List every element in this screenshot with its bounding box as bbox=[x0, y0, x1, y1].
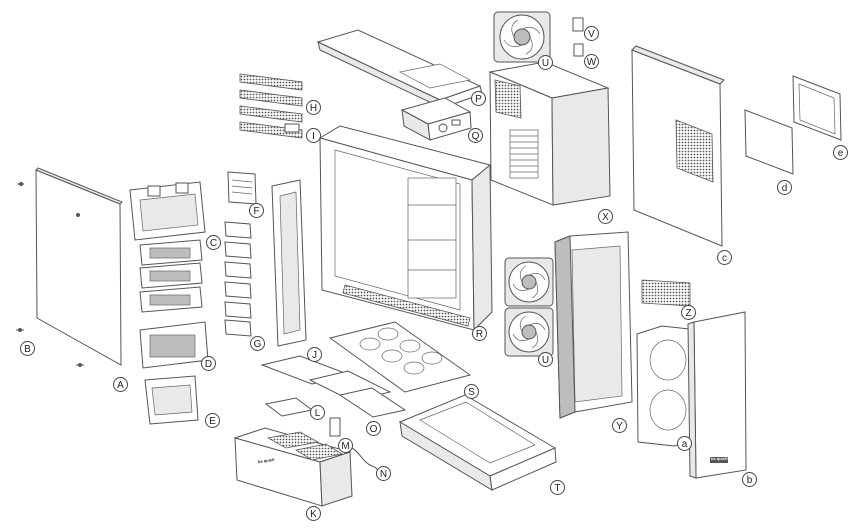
callout-N: N bbox=[376, 466, 391, 481]
callout-H: H bbox=[306, 100, 321, 115]
callout-U-top: U bbox=[538, 55, 553, 70]
ssd-brackets bbox=[224, 221, 252, 337]
front-panel bbox=[687, 311, 747, 479]
mesh-plate bbox=[641, 279, 691, 307]
callout-L: L bbox=[310, 405, 325, 420]
small-bracket bbox=[227, 171, 257, 205]
callout-I: I bbox=[306, 128, 321, 143]
callout-Q: Q bbox=[468, 128, 483, 143]
fan-pair bbox=[504, 257, 554, 357]
callout-J: J bbox=[307, 347, 322, 362]
callout-K: K bbox=[306, 506, 321, 521]
mounting-bracket bbox=[144, 375, 199, 425]
drive-cage-top bbox=[129, 181, 206, 241]
callout-G: G bbox=[250, 336, 265, 351]
callout-B: B bbox=[20, 341, 35, 356]
side-frame bbox=[792, 75, 842, 141]
front-filter-frame bbox=[636, 325, 701, 447]
callout-E: E bbox=[205, 413, 220, 428]
callout-T: T bbox=[550, 480, 565, 495]
callout-F: F bbox=[249, 203, 264, 218]
small-plate bbox=[264, 397, 314, 417]
front-panel-logo: be quiet! bbox=[711, 456, 728, 461]
psu-shroud bbox=[233, 427, 353, 507]
hdd-rail bbox=[271, 179, 307, 347]
callout-a: a bbox=[677, 436, 692, 451]
clips bbox=[572, 17, 584, 57]
side-panel-left bbox=[16, 167, 123, 367]
side-plate bbox=[744, 109, 794, 175]
callout-X: X bbox=[598, 209, 613, 224]
io-module bbox=[400, 97, 472, 141]
callout-D: D bbox=[201, 356, 216, 371]
callout-S: S bbox=[464, 384, 479, 399]
callout-Y: Y bbox=[612, 418, 627, 433]
drive-trays-stack bbox=[139, 239, 209, 369]
front-frame bbox=[554, 231, 633, 419]
callout-d: d bbox=[777, 180, 792, 195]
top-panel bbox=[316, 29, 483, 109]
callout-R: R bbox=[472, 326, 487, 341]
bottom-tray bbox=[398, 394, 557, 491]
callout-M: M bbox=[338, 438, 353, 453]
cable bbox=[351, 447, 380, 479]
vertical-bracket bbox=[329, 417, 341, 437]
callout-A: A bbox=[113, 377, 128, 392]
callout-e: e bbox=[833, 145, 848, 160]
callout-V: V bbox=[584, 26, 599, 41]
fan-top bbox=[493, 11, 551, 63]
callout-Z: Z bbox=[681, 305, 696, 320]
side-panel-right bbox=[631, 45, 725, 247]
callout-C: C bbox=[206, 235, 221, 250]
callout-W: W bbox=[584, 54, 599, 69]
bottom-dust-filter bbox=[328, 321, 472, 393]
pci-slot-covers bbox=[239, 73, 303, 139]
callout-b: b bbox=[742, 472, 757, 487]
callout-P: P bbox=[471, 91, 486, 106]
main-chassis bbox=[318, 125, 493, 332]
callout-U-mid: U bbox=[538, 352, 553, 367]
cover-plates bbox=[260, 355, 407, 418]
callout-c: c bbox=[717, 250, 732, 265]
motherboard-tray bbox=[488, 61, 611, 206]
callout-O: O bbox=[366, 421, 381, 436]
